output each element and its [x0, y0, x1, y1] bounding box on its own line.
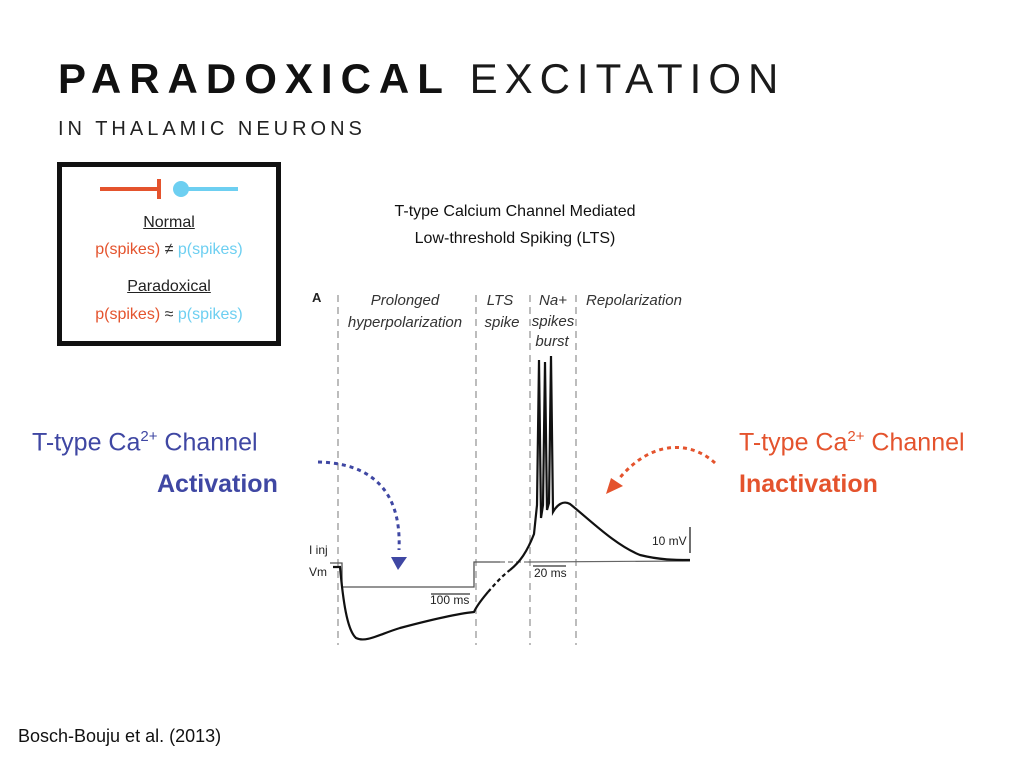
phase-na-label: Na+	[539, 292, 567, 309]
current-injection-trace	[330, 561, 500, 588]
figure-title: T-type Calcium Channel Mediated Low-thre…	[330, 198, 700, 252]
excitatory-synapse-icon	[173, 181, 238, 197]
figure-title-line1: T-type Calcium Channel Mediated	[394, 203, 636, 220]
activation-title: Activation	[157, 470, 278, 498]
iinj-label: I inj	[309, 543, 328, 557]
scale-100ms-label: 100 ms	[430, 593, 469, 607]
figure-title-line2: Low-threshold Spiking (LTS)	[414, 230, 616, 247]
vm-dashed-rise	[487, 569, 511, 593]
page-title: PARADOXICAL EXCITATION	[58, 58, 785, 100]
phase-repolarization-label: Repolarization	[586, 292, 682, 309]
normal-operator: ≠	[164, 241, 174, 258]
vm-label: Vm	[309, 565, 327, 579]
phase-hyperpolarization-label: hyperpolarization	[348, 314, 462, 331]
activation-label: T-type Ca2+ Channel	[32, 428, 258, 457]
paradoxical-right-term: p(spikes)	[177, 306, 243, 323]
normal-right-term: p(spikes)	[177, 241, 243, 258]
phase-dividers	[337, 295, 577, 645]
vm-lts-burst-trace	[509, 355, 691, 571]
synapse-legend-icons	[100, 179, 238, 199]
legend-box: Normal p(spikes) ≠ p(spikes) Paradoxical…	[57, 162, 281, 346]
legend-normal-expression: p(spikes) ≠ p(spikes)	[62, 241, 276, 259]
inhibitory-synapse-icon	[100, 179, 161, 199]
citation: Bosch-Bouju et al. (2013)	[18, 726, 222, 746]
scale-20ms-label: 20 ms	[534, 566, 567, 580]
legend-paradoxical-expression: p(spikes) ≈ p(spikes)	[62, 306, 276, 324]
legend-normal-label: Normal	[143, 214, 195, 231]
phase-spikes-label: spikes	[532, 313, 575, 330]
phase-spike-label: spike	[484, 314, 519, 331]
inactivation-title: Inactivation	[739, 470, 878, 498]
vm-hyperpolarization-trace	[333, 565, 489, 641]
inactivation-superscript: 2+	[847, 428, 865, 445]
title-bold: PARADOXICAL	[58, 55, 451, 102]
activation-text: T-type Ca	[32, 428, 141, 457]
page-subtitle: IN THALAMIC NEURONS	[58, 118, 366, 140]
legend-paradoxical-label: Paradoxical	[127, 278, 211, 295]
scale-10mv-label: 10 mV	[652, 534, 687, 548]
activation-superscript: 2+	[140, 428, 158, 445]
panel-letter: A	[312, 290, 322, 305]
dotted-curved-arrow-icon	[317, 460, 407, 570]
phase-prolonged-label: Prolonged	[371, 292, 440, 309]
normal-left-term: p(spikes)	[95, 241, 161, 258]
phase-burst-label: burst	[535, 333, 569, 350]
phase-lts-label: LTS	[487, 292, 513, 309]
inactivation-text: T-type Ca	[739, 428, 848, 457]
inactivation-label: T-type Ca2+ Channel	[739, 428, 965, 457]
dotted-curved-arrow-icon	[606, 445, 717, 494]
current-baseline	[527, 560, 691, 563]
paradoxical-operator: ≈	[164, 306, 174, 323]
inactivation-text-end: Channel	[864, 428, 965, 457]
paradoxical-left-term: p(spikes)	[95, 306, 161, 323]
title-light: EXCITATION	[469, 55, 786, 102]
activation-text-end: Channel	[157, 428, 258, 457]
